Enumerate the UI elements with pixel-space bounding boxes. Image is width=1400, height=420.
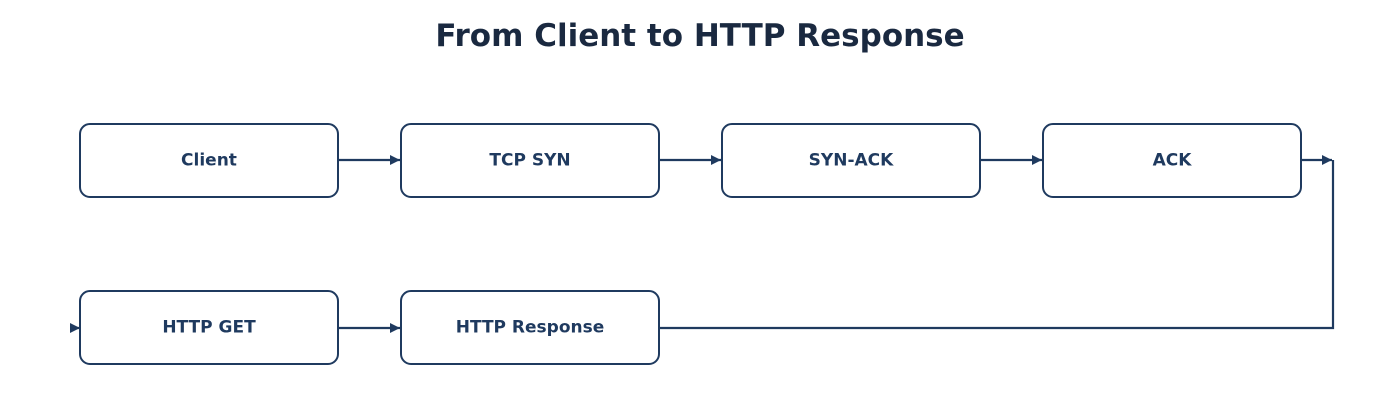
node-client-label: Client — [181, 151, 237, 171]
node-client: Client — [79, 123, 339, 198]
node-ack-box — [1042, 123, 1302, 198]
node-ack: ACK — [1042, 123, 1302, 198]
edge-wrap-connector — [659, 160, 1335, 330]
node-tcp-syn: TCP SYN — [400, 123, 660, 198]
node-http-get: HTTP GET — [79, 290, 339, 365]
node-http-response: HTTP Response — [400, 290, 660, 365]
diagram-title: From Client to HTTP Response — [435, 18, 965, 54]
node-http-get-box — [79, 290, 339, 365]
node-tcp-syn-label: TCP SYN — [489, 151, 570, 171]
node-tcp-syn-box — [400, 123, 660, 198]
node-ack-label: ACK — [1153, 151, 1193, 171]
edges-layer — [70, 155, 1335, 333]
node-client-box — [79, 123, 339, 198]
node-http-get-label: HTTP GET — [162, 318, 256, 338]
node-http-response-box — [400, 290, 660, 365]
node-syn-ack: SYN-ACK — [721, 123, 981, 198]
node-syn-ack-label: SYN-ACK — [809, 151, 894, 171]
node-http-response-label: HTTP Response — [456, 318, 605, 338]
node-syn-ack-box — [721, 123, 981, 198]
